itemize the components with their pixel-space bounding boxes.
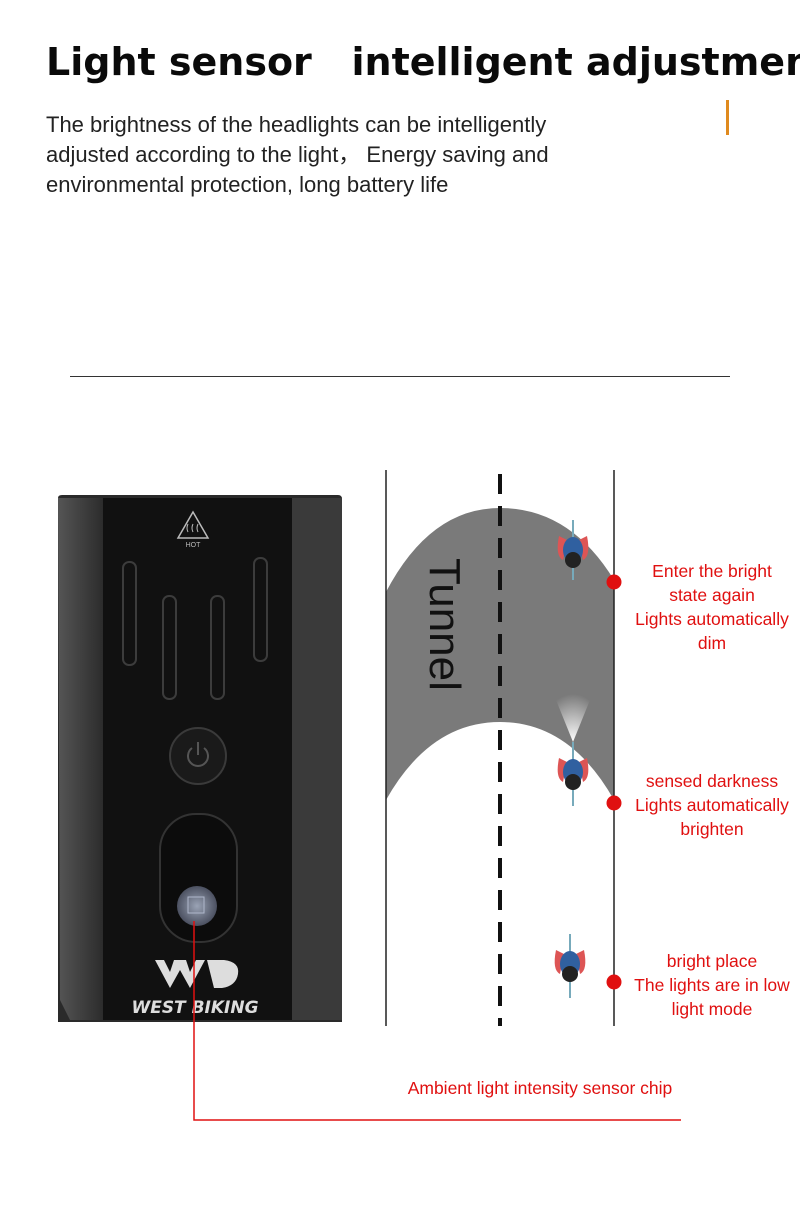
state-marker bbox=[606, 974, 622, 990]
sensor-chip bbox=[177, 886, 217, 926]
state-label-line: dim bbox=[697, 633, 727, 653]
section-divider bbox=[70, 376, 730, 377]
description-line: The brightness of the headlights can be … bbox=[46, 112, 547, 137]
state-label-darkness: sensed darkness Lights automatically bri… bbox=[622, 769, 800, 841]
headlight-device: HOT WEST BIKING bbox=[58, 495, 342, 1022]
sensor-label: Ambient light intensity sensor chip bbox=[408, 1078, 673, 1098]
state-marker bbox=[606, 574, 622, 590]
description-line: environmental protection, long battery l… bbox=[46, 172, 449, 197]
cyclist-icon bbox=[557, 742, 589, 806]
state-label-line: sensed darkness bbox=[645, 771, 779, 791]
state-label-bright-place: bright place The lights are in low light… bbox=[622, 949, 800, 1021]
device-left-side bbox=[58, 498, 103, 1020]
page-title: Light sensor intelligent adjustment bbox=[46, 40, 800, 84]
headlight-beam bbox=[556, 694, 590, 742]
state-label-line: Lights automatically bbox=[635, 609, 789, 629]
state-label-line: light mode bbox=[671, 999, 753, 1019]
description: The brightness of the headlights can be … bbox=[46, 110, 646, 200]
power-button bbox=[169, 727, 227, 785]
sensor-leader-line bbox=[193, 921, 681, 1121]
state-label-line: The lights are in low bbox=[634, 975, 790, 995]
state-label-line: Lights automatically bbox=[635, 795, 789, 815]
state-label-line: state again bbox=[669, 585, 755, 605]
hot-warning-icon bbox=[176, 510, 210, 539]
road-diagram: Tunnel bbox=[385, 470, 622, 1026]
power-icon bbox=[187, 742, 209, 767]
tunnel-label: Tunnel bbox=[420, 558, 469, 691]
state-label-bright-again: Enter the bright state again Lights auto… bbox=[622, 559, 800, 655]
device-right-side bbox=[292, 498, 342, 1020]
description-line: adjusted according to the light， Energy … bbox=[46, 142, 549, 167]
state-label-line: brighten bbox=[680, 819, 744, 839]
state-label-line: bright place bbox=[666, 951, 758, 971]
state-marker bbox=[606, 795, 622, 811]
state-label-line: Enter the bright bbox=[652, 561, 772, 581]
brand-name: WEST BIKING bbox=[131, 998, 258, 1018]
brand-logo bbox=[155, 960, 239, 988]
device-vents bbox=[122, 557, 268, 700]
hot-label: HOT bbox=[186, 542, 202, 549]
accent-bar bbox=[726, 100, 729, 135]
cyclist-icon bbox=[557, 520, 589, 580]
cyclist-icon bbox=[554, 934, 586, 998]
